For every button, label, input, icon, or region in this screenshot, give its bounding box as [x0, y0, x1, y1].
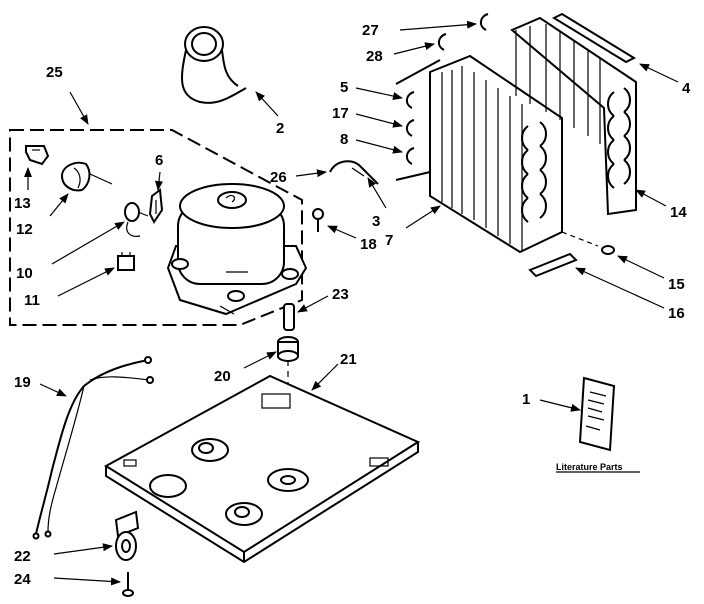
overload-part [124, 202, 149, 237]
callout-27: 27 [362, 22, 379, 39]
clip-5-part [406, 91, 415, 109]
callout-3: 3 [372, 213, 380, 230]
arrow-12 [49, 193, 69, 217]
arrow-17 [355, 113, 403, 128]
callout-17: 17 [332, 105, 349, 122]
caster-screw-part [122, 572, 134, 597]
callout-4: 4 [682, 80, 691, 97]
sleeve-part [283, 303, 295, 331]
evaporator-part [510, 16, 637, 216]
arrow-26 [295, 169, 327, 178]
callout-11: 11 [24, 292, 40, 309]
arrow-23 [297, 295, 329, 313]
compressor-assembly-outline [9, 129, 303, 326]
arrow-22 [53, 543, 113, 555]
callout-12: 12 [16, 221, 33, 238]
screw-part [312, 208, 324, 232]
callout-24: 24 [14, 571, 31, 588]
callout-7: 7 [385, 232, 393, 249]
arrow-2 [255, 91, 279, 117]
arrow-20 [243, 351, 277, 369]
arrow-21 [311, 363, 339, 391]
arrow-25 [69, 91, 89, 125]
callout-16: 16 [668, 305, 685, 322]
compressor-part [166, 183, 308, 316]
callout-20: 20 [214, 368, 231, 385]
callout-26: 26 [270, 169, 287, 186]
condenser-part [395, 54, 563, 254]
insulation-tube-part [181, 26, 247, 104]
arrow-15 [617, 255, 665, 279]
relay-cover-part [60, 161, 113, 192]
callout-15: 15 [668, 276, 685, 293]
fitting-part [561, 231, 615, 255]
clip-8-part [406, 147, 415, 165]
top-strip-part [551, 12, 637, 64]
overload-clip-part [148, 188, 164, 224]
arrow-5 [355, 87, 403, 100]
arrow-8 [355, 139, 403, 154]
arrow-16 [575, 267, 665, 309]
arrow-27 [399, 20, 477, 31]
callout-25: 25 [46, 64, 63, 81]
arrow-6 [155, 171, 163, 191]
callout-2: 2 [276, 120, 284, 137]
arrow-24 [53, 577, 121, 586]
callout-28: 28 [366, 48, 383, 65]
callout-21: 21 [340, 351, 357, 368]
callout-10: 10 [16, 265, 33, 282]
arrow-11 [57, 267, 115, 297]
clip-17-part [406, 119, 415, 137]
arrow-19 [39, 383, 67, 397]
callout-8: 8 [340, 131, 348, 148]
callout-1: 1 [522, 391, 530, 408]
arrow-18 [327, 225, 357, 239]
arrow-3 [367, 177, 387, 209]
callout-22: 22 [14, 548, 31, 565]
base-plate-part [104, 374, 421, 564]
relay-part [117, 252, 135, 271]
arrow-7 [405, 205, 441, 229]
wire-harness-part [32, 356, 154, 540]
arrow-14 [635, 189, 667, 207]
callout-23: 23 [332, 286, 349, 303]
caster-part [114, 510, 140, 561]
arrow-10 [51, 221, 125, 265]
clip-bracket-part [25, 145, 50, 166]
clip-28-part [438, 33, 447, 51]
callout-6: 6 [155, 152, 163, 169]
literature-part [578, 376, 616, 452]
callout-13: 13 [14, 195, 31, 212]
capillary-part [329, 160, 379, 185]
callout-14: 14 [670, 204, 687, 221]
callout-5: 5 [340, 79, 348, 96]
grommet-part [277, 336, 299, 362]
callout-19: 19 [14, 374, 31, 391]
arrow-1 [539, 399, 581, 412]
bottom-strip-part [528, 252, 578, 278]
callout-18: 18 [360, 236, 377, 253]
arrow-28 [393, 42, 435, 55]
clip-27-part [480, 13, 489, 31]
literature-caption: Literature Parts [556, 462, 623, 472]
arrow-4 [639, 63, 679, 83]
